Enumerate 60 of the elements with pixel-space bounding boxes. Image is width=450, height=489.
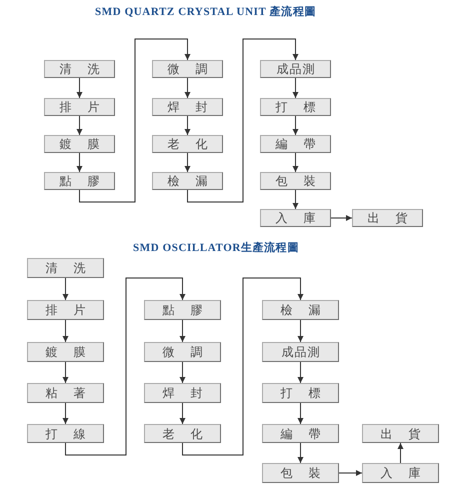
process-box: 鍍膜 [27,342,104,362]
process-box: 粘著 [27,383,104,403]
process-box: 老化 [144,424,221,443]
process-box: 入庫 [260,209,331,227]
arrow [62,278,68,300]
process-box: 清洗 [44,60,115,78]
process-box: 成品測 [260,60,331,78]
process-box: 編帶 [262,424,339,443]
arrow [330,215,352,221]
arrow [184,152,190,172]
arrow [298,362,304,384]
process-box: 檢漏 [152,172,223,190]
process-box: 鍍膜 [44,135,115,153]
arrow [62,402,68,424]
process-box: 檢漏 [262,300,339,320]
process-box: 入庫 [362,463,439,483]
arrow [298,320,304,342]
arrow [184,78,190,98]
arrow [398,442,404,464]
heading: SMD QUARTZ CRYSTAL UNIT 產流程圖 [95,6,316,19]
arrow [180,320,186,342]
process-box: 微調 [152,60,223,78]
process-box: 打標 [262,383,339,403]
arrow [182,278,304,456]
arrow [292,116,298,136]
process-box: 微調 [144,342,221,362]
arrow [180,402,186,424]
process-box: 打標 [260,98,331,116]
process-box: 焊封 [152,98,223,116]
process-box: 包裝 [260,172,331,190]
process-box: 編帶 [260,135,331,153]
arrow [298,442,304,464]
process-box: 成品測 [262,342,339,362]
arrow [76,116,82,136]
process-box: 排片 [27,300,104,320]
arrow [65,278,186,456]
process-box: 點膠 [144,300,221,320]
arrow [76,78,82,98]
process-box: 包裝 [262,463,339,483]
arrow [298,402,304,424]
arrow [338,470,362,476]
arrow [62,362,68,384]
arrow [76,152,82,172]
arrow [292,78,298,98]
arrow [292,190,298,210]
process-box: 排片 [44,98,115,116]
process-box: 清洗 [27,258,104,278]
arrow [187,38,298,202]
heading: SMD OSCILLATOR生產流程圖 [133,242,299,255]
arrow [180,362,186,384]
process-box: 出貨 [352,209,423,227]
arrow [184,116,190,136]
process-box: 焊封 [144,383,221,403]
arrow [292,152,298,172]
process-box: 點膠 [44,172,115,190]
arrow [62,320,68,342]
arrow [79,38,190,202]
process-box: 出貨 [362,424,439,443]
process-box: 打線 [27,424,104,443]
process-box: 老化 [152,135,223,153]
